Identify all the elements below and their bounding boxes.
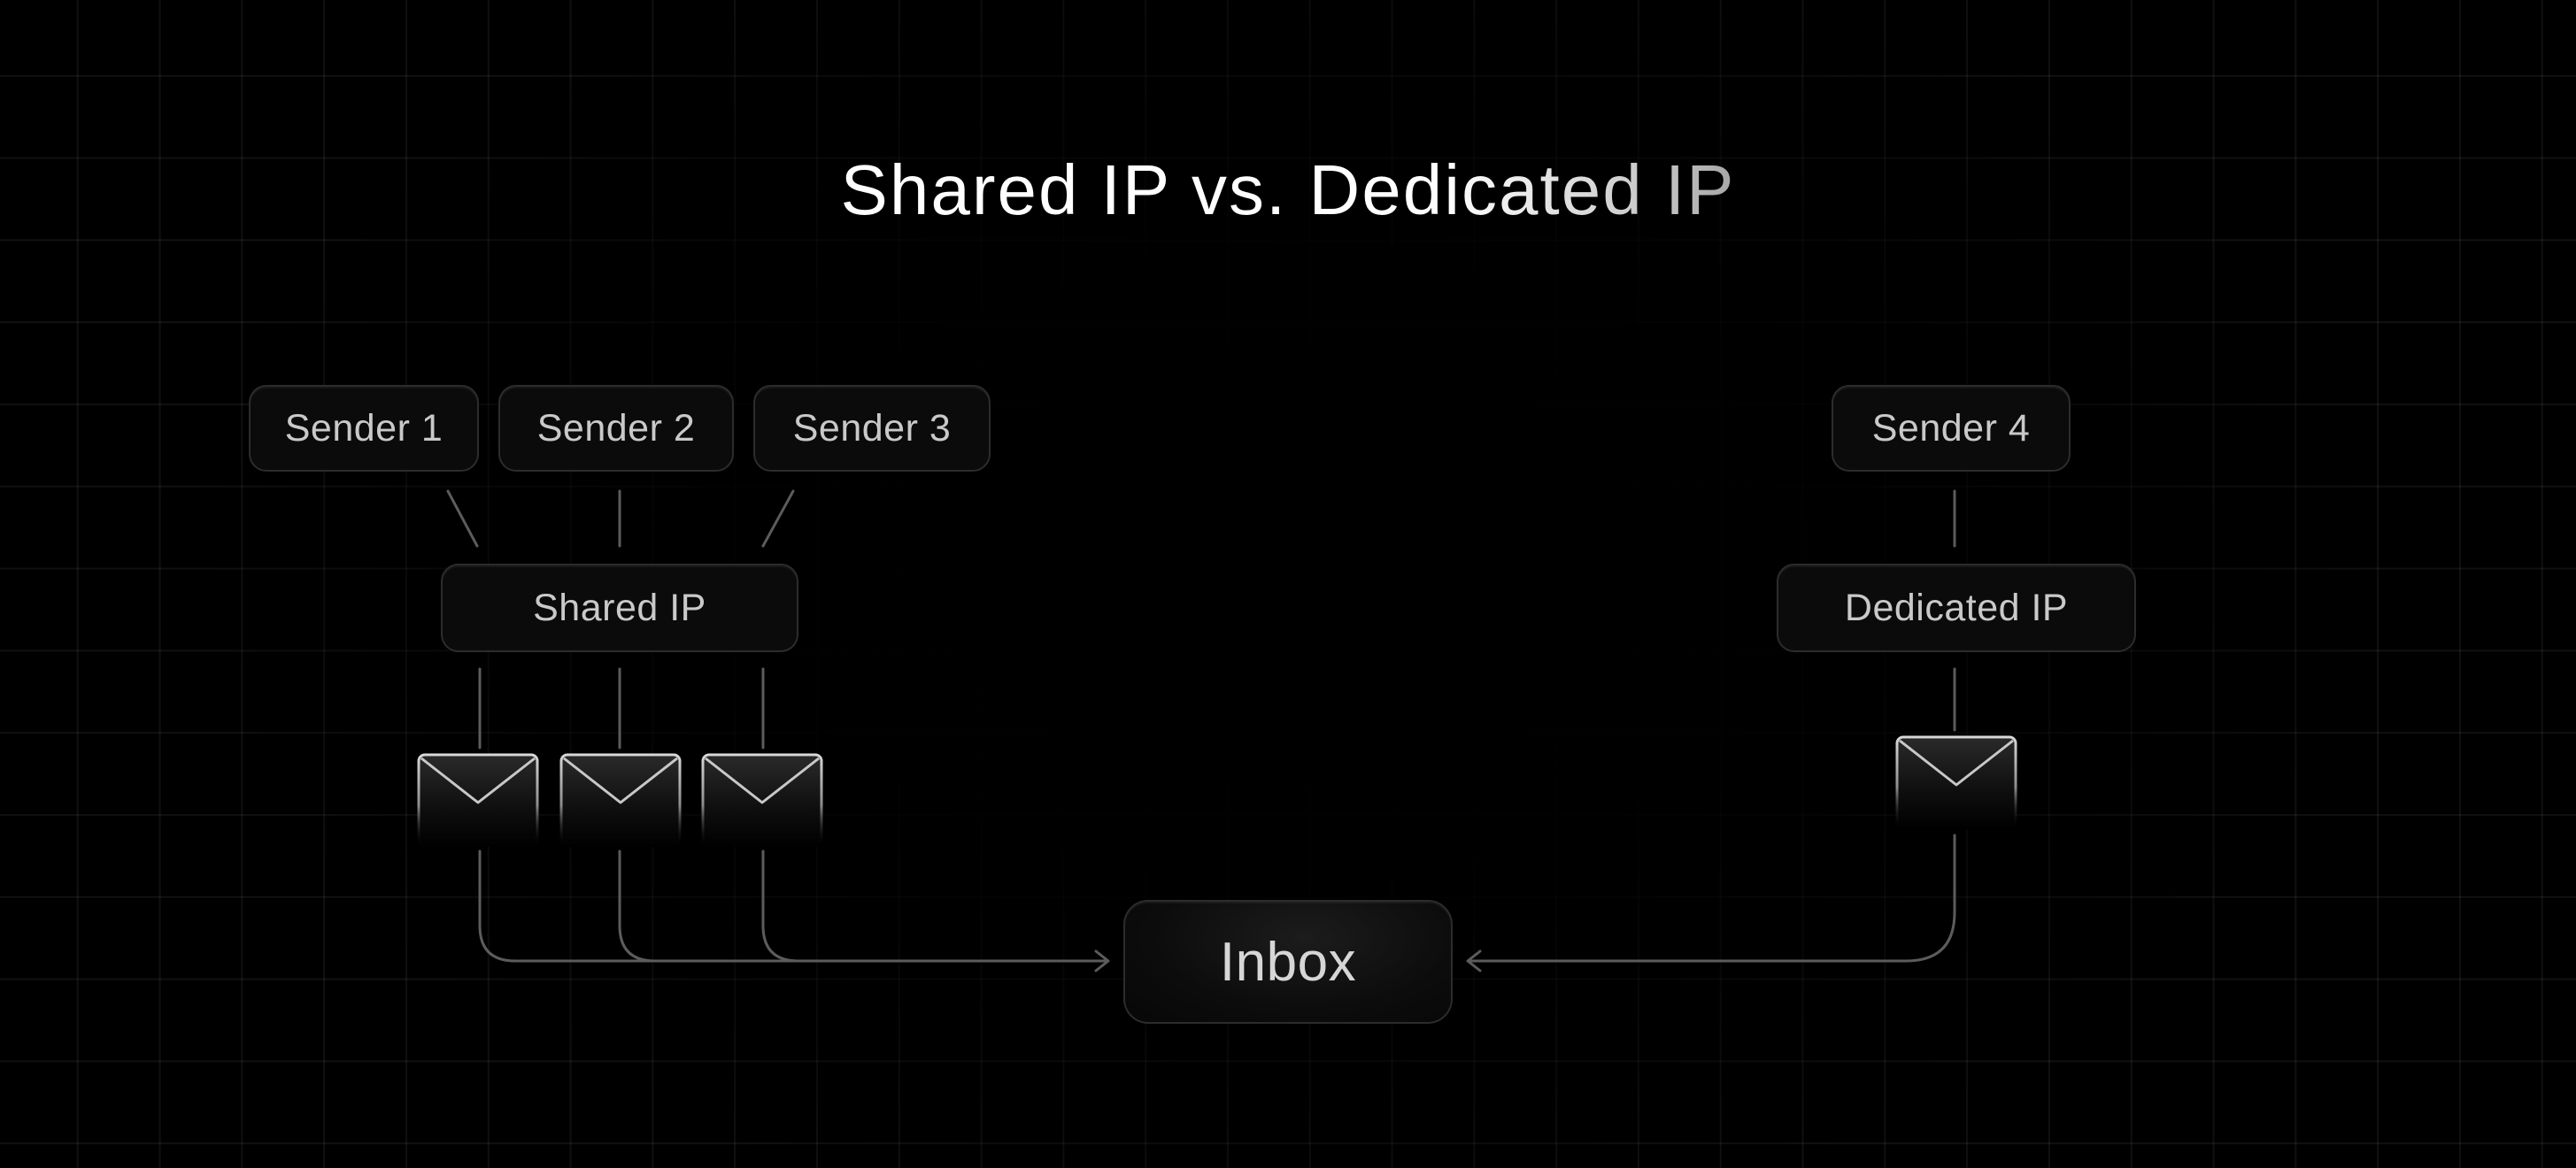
sender-2-node: Sender 2 xyxy=(498,385,734,472)
sender-1-label: Sender 1 xyxy=(284,406,443,450)
envelope-icon xyxy=(1895,735,2017,829)
inbox-label: Inbox xyxy=(1219,931,1357,993)
arrow-head-icon xyxy=(1094,949,1110,972)
connector-envelope-4-inbox xyxy=(1469,834,1956,963)
connector-envelope-3-inbox xyxy=(761,849,1107,963)
sender-2-label: Sender 2 xyxy=(536,406,696,450)
connector-sender-3-shared-ip xyxy=(761,489,795,548)
shared-ip-node: Shared IP xyxy=(441,564,798,652)
envelope-icon xyxy=(417,753,539,847)
diagram-title: Shared IP vs. Dedicated IP xyxy=(0,146,2576,234)
envelope-icon xyxy=(559,753,682,847)
sender-4-node: Sender 4 xyxy=(1832,385,2071,472)
sender-4-label: Sender 4 xyxy=(1871,406,2031,450)
connector-envelope-2-inbox xyxy=(618,849,1107,963)
dedicated-ip-node: Dedicated IP xyxy=(1777,564,2136,652)
sender-1-node: Sender 1 xyxy=(249,385,479,472)
sender-3-label: Sender 3 xyxy=(792,406,952,450)
dedicated-ip-label: Dedicated IP xyxy=(1844,586,2069,629)
envelope-icon xyxy=(701,753,823,847)
inbox-node: Inbox xyxy=(1123,900,1453,1024)
connector-envelope-1-inbox xyxy=(478,849,1107,963)
arrow-head-icon xyxy=(1466,949,1482,972)
shared-ip-label: Shared IP xyxy=(533,586,706,629)
connector-sender-1-shared-ip xyxy=(446,489,479,548)
sender-3-node: Sender 3 xyxy=(753,385,991,472)
